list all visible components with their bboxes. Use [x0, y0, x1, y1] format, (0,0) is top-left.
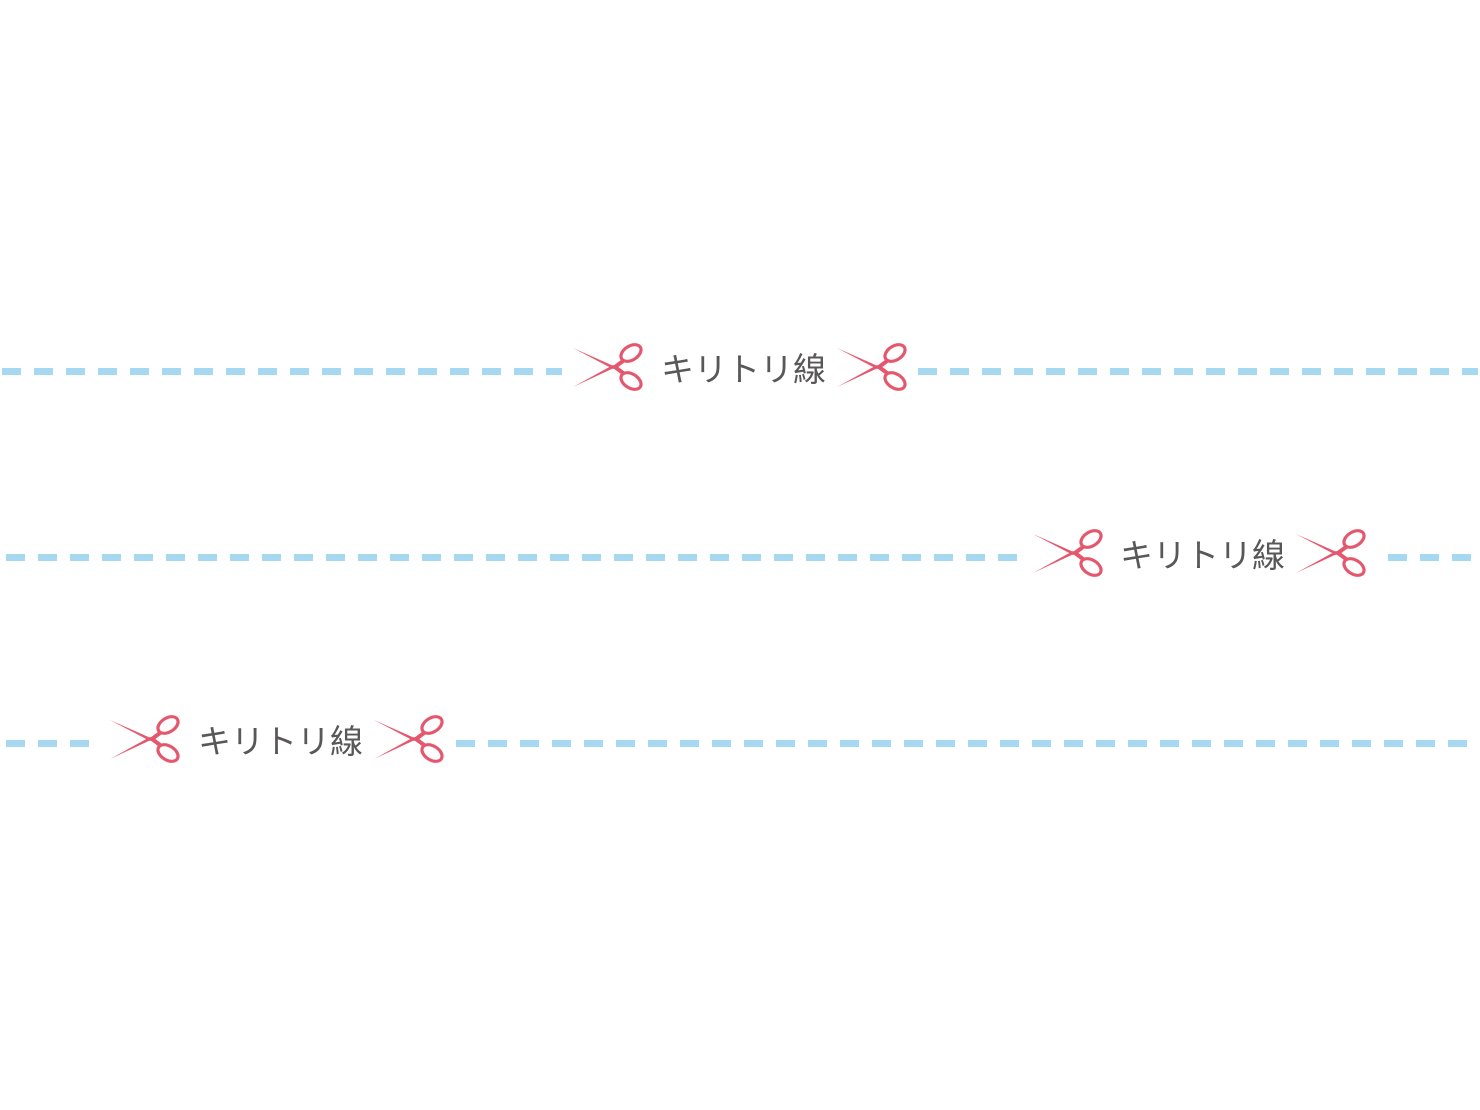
scissors-icon [571, 342, 645, 392]
dashed-line-right [456, 740, 1476, 747]
cut-line-1: キリトリ線 [0, 342, 1480, 402]
dashed-line-right [1388, 554, 1478, 561]
dashed-line-left [2, 368, 562, 375]
cut-line-3: キリトリ線 [0, 714, 1480, 774]
scissors-icon [835, 342, 909, 392]
dashed-line-left [6, 740, 96, 747]
cut-line-2: キリトリ線 [0, 528, 1480, 588]
cut-line-label: キリトリ線 [661, 350, 826, 389]
dashed-line-left [6, 554, 1024, 561]
dashed-line-right [918, 368, 1478, 375]
cut-line-label: キリトリ線 [1120, 536, 1285, 575]
scissors-icon [1294, 528, 1368, 578]
scissors-icon [1031, 528, 1105, 578]
scissors-icon [372, 714, 446, 764]
cut-line-label: キリトリ線 [198, 722, 363, 761]
scissors-icon [108, 714, 182, 764]
